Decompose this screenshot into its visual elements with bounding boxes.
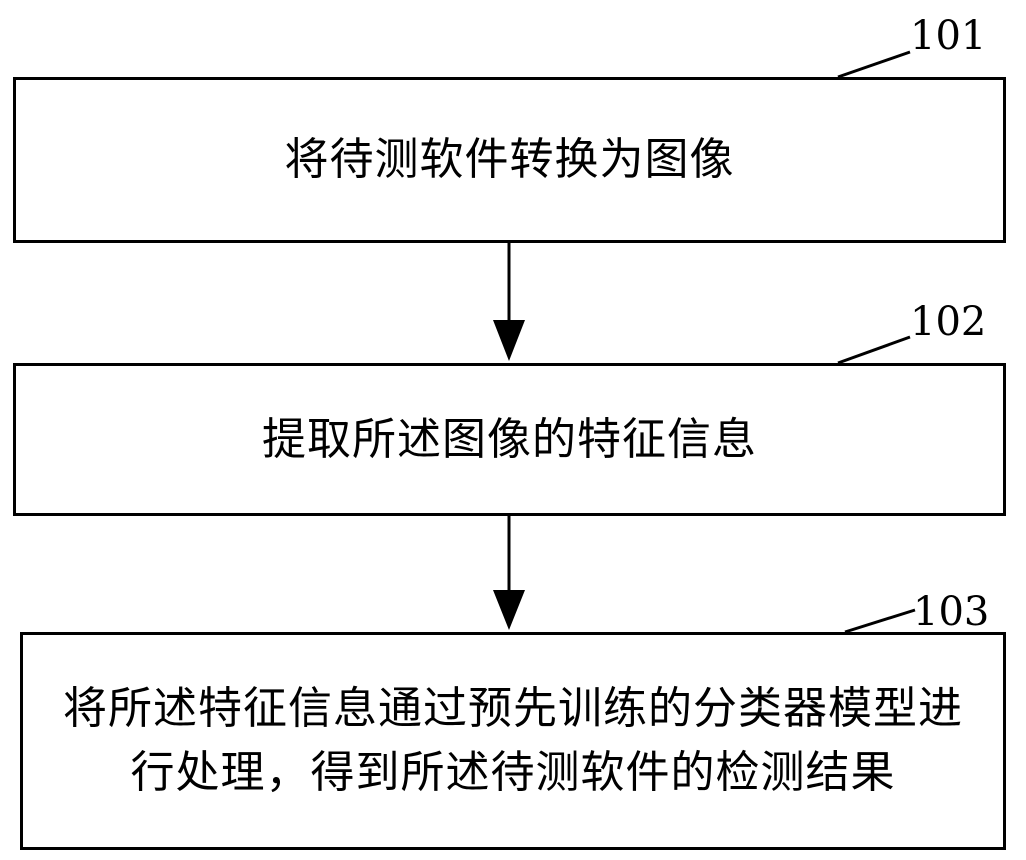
step-text: 提取所述图像的特征信息	[262, 413, 757, 465]
leader-line-101	[837, 50, 911, 79]
step-text: 将所述特征信息通过预先训练的分类器模型进行处理，得到所述待测软件的检测结果	[63, 683, 963, 798]
step-ref-label: 102	[910, 299, 987, 345]
arrow-1-to-2-head	[493, 320, 525, 361]
step-box-102: 提取所述图像的特征信息	[13, 363, 1006, 516]
step-ref-label: 103	[913, 589, 990, 635]
step-ref-label: 101	[910, 13, 987, 59]
arrow-2-to-3-head	[493, 590, 525, 630]
leader-line-102	[837, 335, 911, 365]
step-box-103: 将所述特征信息通过预先训练的分类器模型进行处理，得到所述待测软件的检测结果	[20, 632, 1006, 850]
step-text: 将待测软件转换为图像	[284, 134, 735, 185]
leader-line-103	[844, 608, 916, 634]
step-box-101: 将待测软件转换为图像	[13, 77, 1006, 243]
